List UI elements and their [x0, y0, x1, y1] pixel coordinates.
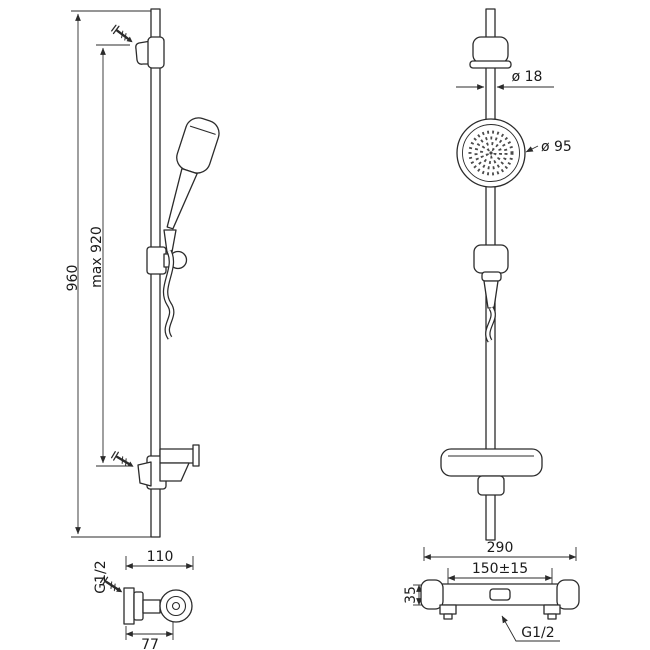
dimension-width-290: 290: [423, 540, 577, 561]
mixer-front-view: 290 150±15 35: [403, 540, 580, 642]
mixer-side-view: 110 G1/2 77: [93, 549, 194, 650]
top-wall-bracket-side: [109, 23, 165, 69]
dim-35-label: 35: [403, 586, 419, 604]
dim-150-label: 150±15: [472, 561, 528, 577]
dim-110-label: 110: [147, 549, 174, 565]
dim-rail-diameter-label: ø 18: [512, 69, 543, 85]
dim-77-label: 77: [141, 637, 159, 650]
wall-screw-icon: [109, 23, 137, 48]
shower-rail-side-view: 960 max 920: [65, 8, 220, 538]
top-wall-bracket-front: [469, 36, 512, 69]
dim-inlet-thread-side-label: G1/2: [93, 560, 109, 593]
dim-290-label: 290: [487, 540, 514, 556]
shower-hose-front: [483, 280, 499, 343]
mixer-body-side: [98, 574, 193, 625]
hand-shower-side: [162, 117, 220, 340]
soap-dish-front: [440, 448, 543, 496]
dimension-overall-height: 960: [65, 10, 151, 538]
shower-holder-front: [473, 244, 509, 282]
dimension-depth-77: 77: [125, 622, 174, 650]
dim-max-height-label: max 920: [89, 226, 105, 288]
dimension-centers-150: 150±15: [447, 561, 553, 585]
soap-dish-side: [109, 444, 200, 490]
mixer-body-front: [420, 579, 580, 620]
dim-head-diameter-label: ø 95: [541, 139, 572, 155]
dimension-head-diameter: ø 95: [525, 139, 572, 155]
shower-rail-front-view: ø 18 ø 95: [440, 8, 572, 541]
dimension-max-height: max 920: [89, 44, 130, 467]
dimension-depth-110: 110: [125, 549, 194, 570]
wall-screw-icon: [109, 449, 138, 472]
shower-head-front: [456, 118, 526, 188]
dim-outlet-thread-label: G1/2: [521, 625, 554, 641]
dimension-outlet-thread: G1/2: [501, 615, 560, 642]
dimension-rail-diameter: ø 18: [456, 69, 554, 90]
dim-overall-height-label: 960: [65, 265, 81, 292]
